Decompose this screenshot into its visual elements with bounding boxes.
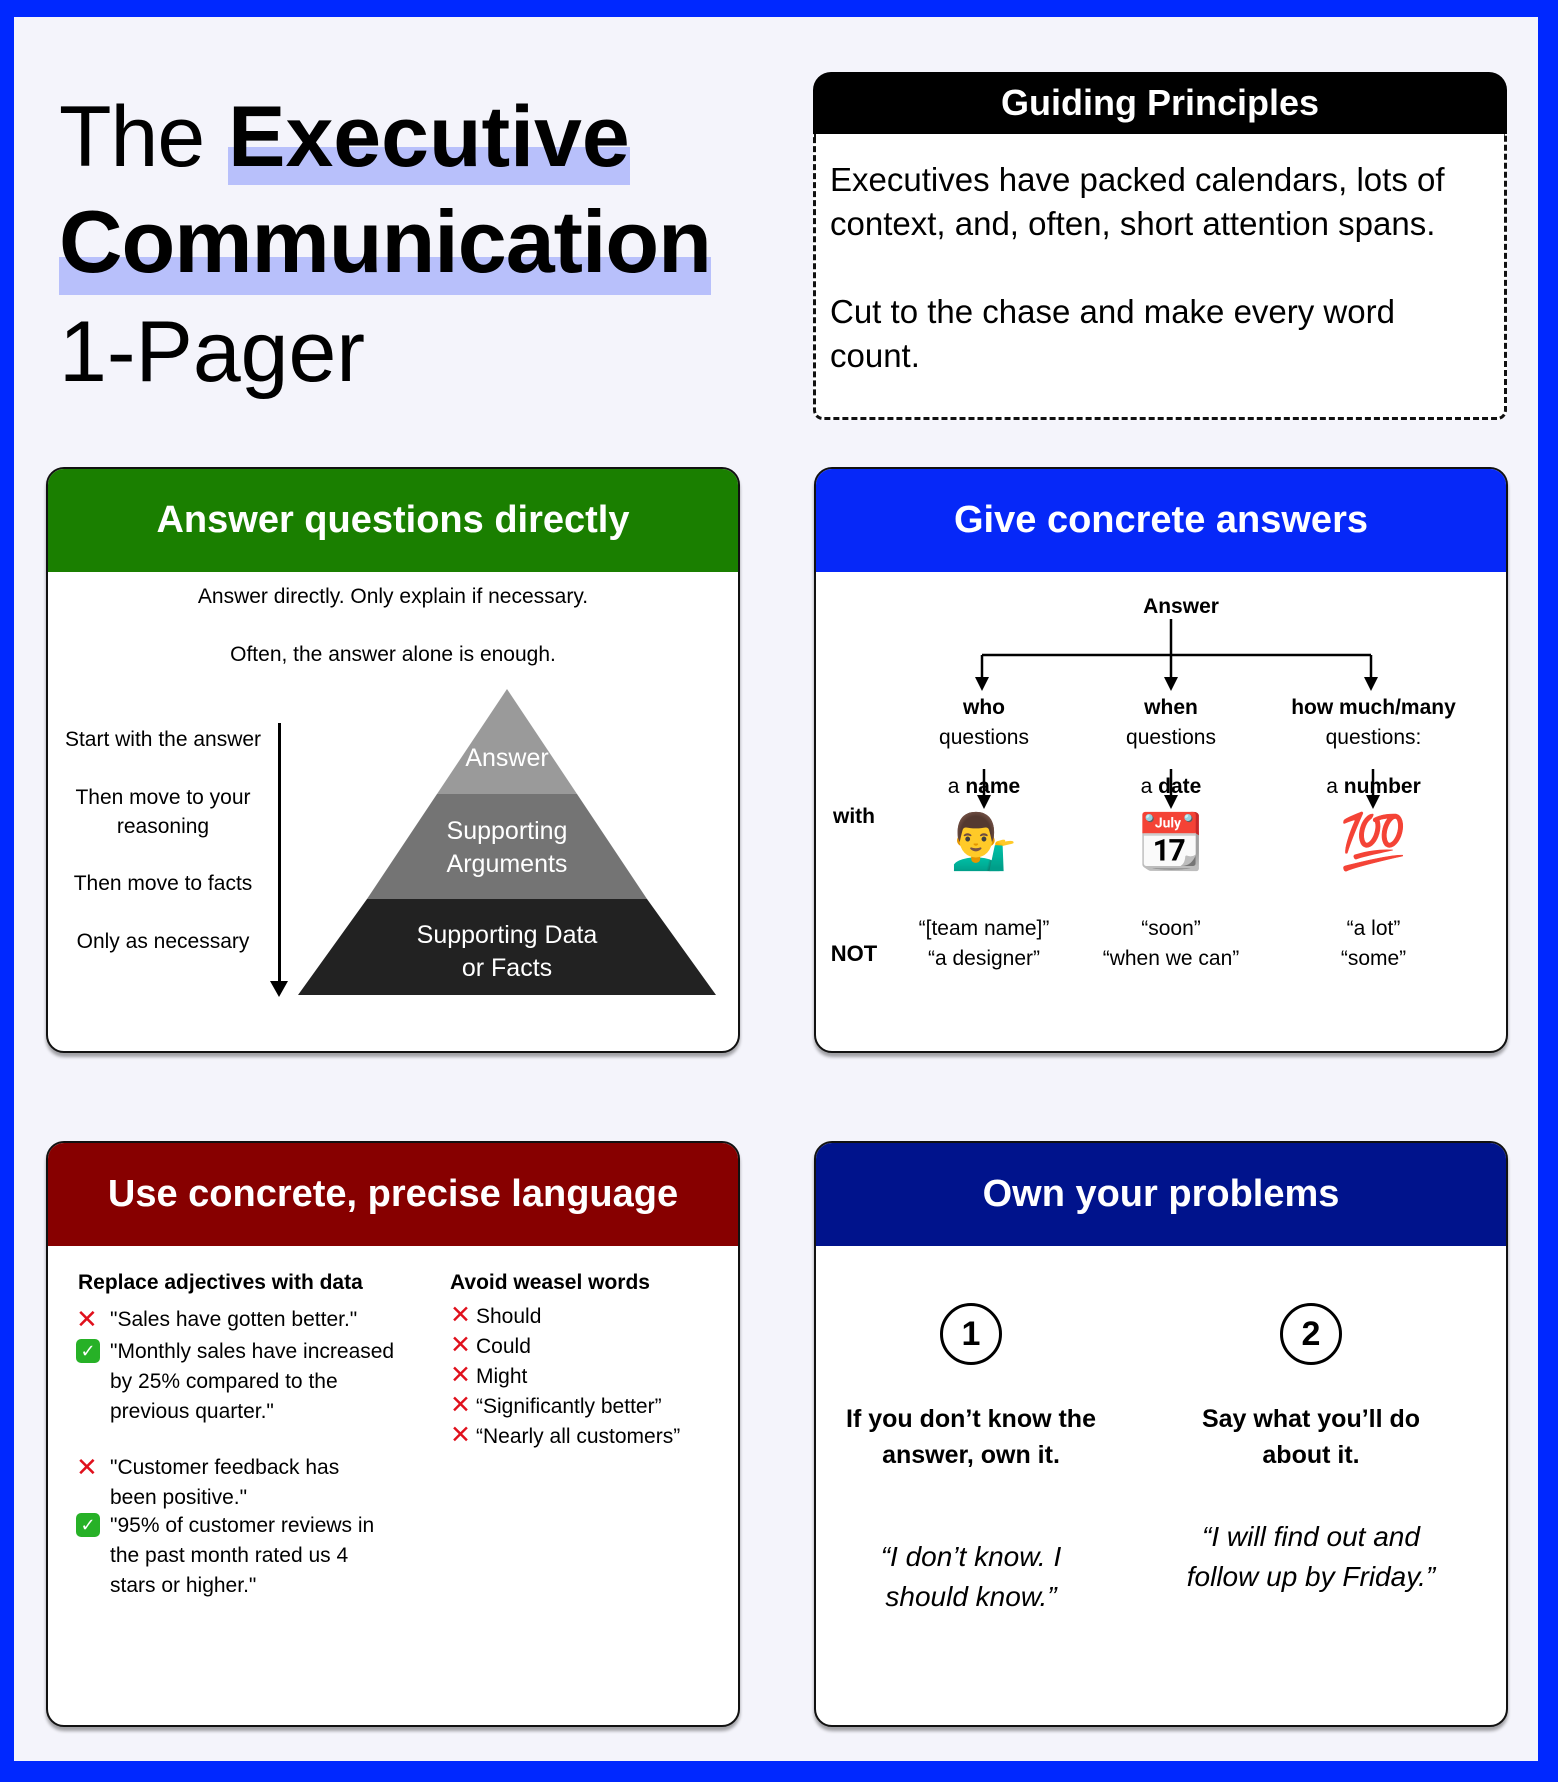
replace-adjectives-title: Replace adjectives with data (78, 1271, 363, 1294)
page-sheet: The Executive Communication 1-Pager Guid… (14, 17, 1538, 1761)
guiding-principles-body: Executives have packed calendars, lots o… (813, 134, 1507, 420)
not-example-2: “when we can” (1102, 947, 1240, 970)
tree-connectors (975, 619, 1380, 809)
branch-question-suffix: questions (939, 726, 1029, 749)
not-example-1: “a lot” (1346, 917, 1401, 940)
number-circle-icon: 2 (1280, 1303, 1342, 1365)
title-line-2: Communication (59, 187, 779, 297)
branch-question: when (1144, 696, 1198, 719)
guiding-principle-2: Cut to the chase and make every word cou… (830, 293, 1395, 374)
red-x-icon: ✕ (76, 1452, 98, 1482)
arrow-how-icon (1364, 677, 1378, 691)
title-executive: Executive (228, 89, 630, 185)
title-the: The (59, 89, 205, 185)
guiding-principles-heading: Guiding Principles (813, 72, 1507, 134)
hundred-points-icon: 💯 (1339, 812, 1408, 872)
tree-root-answer: Answer (1143, 595, 1219, 618)
branch-question-suffix: questions (1126, 726, 1216, 749)
branch-who: who questions a name 💁‍♂️ “[team name]” … (894, 693, 1074, 974)
weasel-word: ✕Should (450, 1301, 542, 1329)
red-x-icon: ✕ (76, 1304, 98, 1334)
title-communication: Communication (59, 187, 712, 297)
own-item-1: 1 If you don’t know the answer, own it. … (846, 1303, 1096, 1617)
weasel-word: ✕Could (450, 1331, 531, 1359)
red-x-icon: ✕ (450, 1421, 471, 1449)
branch-target: a number (1326, 775, 1421, 798)
card-concrete-answers: Give concrete answers Answer with (814, 467, 1508, 1053)
pyramid-label-answer: Answer (465, 744, 548, 772)
red-x-icon: ✕ (450, 1391, 471, 1419)
own-item-quote: “I will find out and follow up by Friday… (1186, 1521, 1436, 1592)
title-line-1: The Executive (59, 87, 779, 187)
page-title: The Executive Communication 1-Pager (59, 87, 779, 407)
number-circle-icon: 1 (940, 1303, 1002, 1365)
arrow-date-icon (1164, 795, 1178, 809)
example-text: "95% of customer reviews in the past mon… (110, 1514, 375, 1597)
branch-question: who (963, 696, 1005, 719)
branch-when: when questions a date 📆 “soon” “when we … (1071, 693, 1271, 974)
down-arrow-line (278, 723, 281, 986)
not-example-2: “some” (1340, 947, 1407, 970)
intro-line-2: Often, the answer alone is enough. (230, 643, 556, 666)
own-item-2: 2 Say what you’ll do about it. “I will f… (1186, 1303, 1436, 1597)
example-text: "Sales have gotten better." (110, 1308, 358, 1331)
card-heading: Own your problems (816, 1143, 1506, 1246)
arrow-name-icon (977, 795, 991, 809)
branch-how-much: how much/many questions: a number 💯 “a l… (1261, 693, 1486, 974)
arrow-who-icon (975, 677, 989, 691)
not-example-2: “a designer” (927, 947, 1041, 970)
example-text: "Monthly sales have increased by 25% com… (110, 1340, 395, 1423)
not-label: NOT (830, 941, 878, 966)
guiding-principle-1: Executives have packed calendars, lots o… (830, 161, 1445, 242)
arrow-when-icon (1164, 677, 1178, 691)
pyramid-diagram: Answer Supporting Arguments Supporting D… (298, 689, 716, 995)
card-own-problems: Own your problems 1 If you don’t know th… (814, 1141, 1508, 1727)
pyramid-tier-data (298, 899, 716, 995)
example-text: "Customer feedback has been positive." (110, 1456, 340, 1509)
red-x-icon: ✕ (450, 1331, 471, 1359)
card-precise-language: Use concrete, precise language Replace a… (46, 1141, 740, 1727)
intro-line-1: Answer directly. Only explain if necessa… (197, 585, 589, 608)
card-answer-directly: Answer questions directly Answer directl… (46, 467, 740, 1053)
card-heading: Give concrete answers (816, 469, 1506, 572)
own-item-text: Say what you’ll do about it. (1201, 1405, 1421, 1469)
with-label: with (833, 805, 875, 828)
pyramid-label-data-2: or Facts (462, 954, 552, 982)
pyramid-label-data-1: Supporting Data (417, 921, 598, 949)
guiding-principles-box: Guiding Principles Executives have packe… (813, 72, 1507, 422)
branch-question: how much/many (1291, 696, 1456, 719)
not-example-1: “[team name]” (918, 917, 1050, 940)
weasel-words-list: ✕Should ✕Could ✕Might ✕“Significantly be… (450, 1302, 680, 1452)
own-item-text: If you don’t know the answer, own it. (846, 1405, 1096, 1469)
pyramid-tier-answer (437, 689, 577, 794)
step-3: Then move to facts (73, 872, 253, 895)
calendar-icon: 📆 (1137, 812, 1205, 872)
weasel-words-title: Avoid weasel words (450, 1271, 650, 1294)
green-check-icon: ✓ (76, 1339, 100, 1363)
arrow-number-icon (1366, 795, 1380, 809)
red-x-icon: ✕ (450, 1361, 471, 1389)
pyramid-label-arguments-1: Supporting (447, 817, 568, 845)
card-heading: Use concrete, precise language (48, 1143, 738, 1246)
green-check-icon: ✓ (76, 1513, 100, 1537)
pyramid-label-arguments-2: Arguments (447, 850, 568, 878)
step-1: Start with the answer (64, 728, 262, 751)
down-arrow-icon (270, 981, 288, 997)
weasel-word: ✕“Significantly better” (450, 1391, 662, 1419)
man-tipping-hand-icon: 💁‍♂️ (950, 812, 1018, 872)
pyramid-tier-arguments (367, 794, 647, 899)
weasel-word: ✕Might (450, 1361, 528, 1389)
step-4: Only as necessary (76, 930, 250, 953)
title-pager: 1-Pager (59, 304, 365, 400)
branch-target: a date (1140, 775, 1202, 798)
own-item-quote: “I don’t know. I should know.” (880, 1541, 1062, 1612)
red-x-icon: ✕ (450, 1301, 471, 1329)
branch-target: a name (947, 775, 1021, 798)
not-example-1: “soon” (1141, 917, 1201, 940)
weasel-word: ✕“Nearly all customers” (450, 1421, 681, 1449)
step-2: Then move to your reasoning (75, 786, 251, 838)
card-heading: Answer questions directly (48, 469, 738, 572)
branch-question-suffix: questions: (1325, 726, 1422, 749)
